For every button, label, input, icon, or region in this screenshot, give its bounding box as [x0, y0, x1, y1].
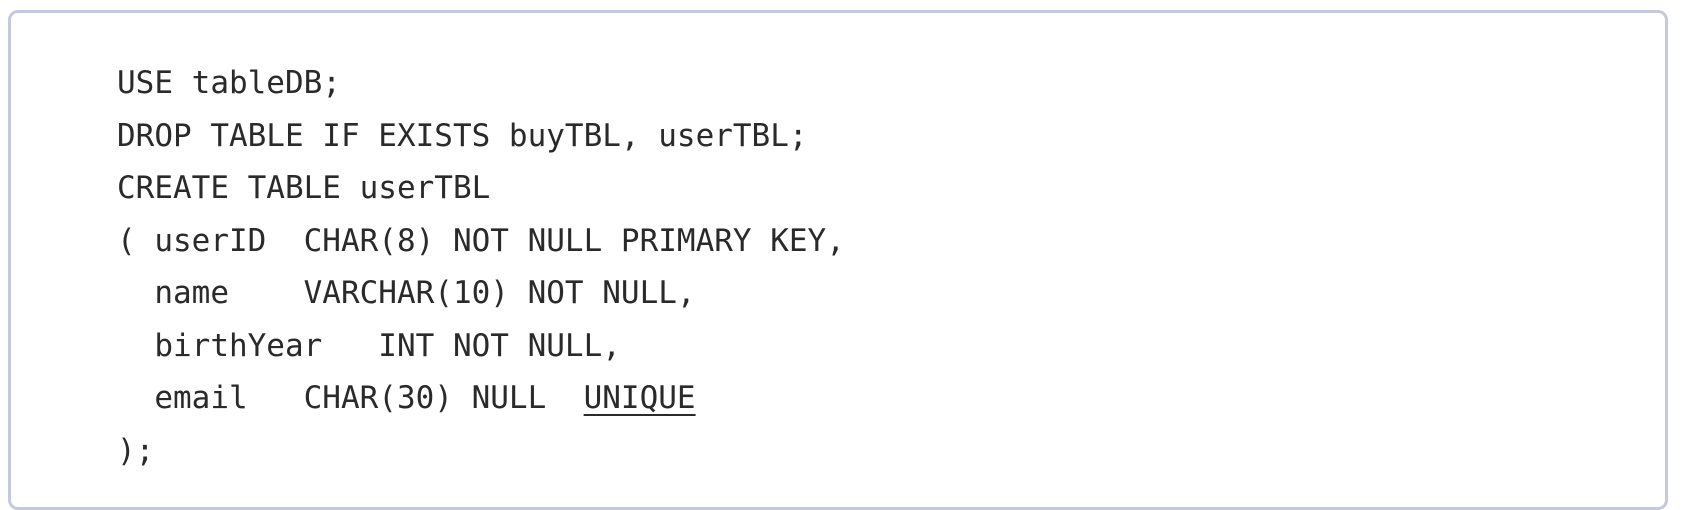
code-line-1: USE tableDB;: [117, 65, 341, 101]
code-line-7: email CHAR(30) NULL UNIQUE: [117, 372, 845, 425]
code-line-6: birthYear INT NOT NULL,: [117, 327, 621, 364]
code-line-2: DROP TABLE IF EXISTS buyTBL, userTBL;: [117, 117, 808, 154]
unique-keyword: UNIQUE: [583, 380, 696, 416]
sql-code: USE tableDB; DROP TABLE IF EXISTS buyTBL,…: [117, 57, 845, 477]
code-line-5: name VARCHAR(10) NOT NULL,: [117, 275, 696, 311]
code-box: USE tableDB; DROP TABLE IF EXISTS buyTBL,…: [8, 10, 1668, 510]
code-line-3: CREATE TABLE userTBL: [117, 170, 491, 206]
code-line-4: ( userID CHAR(8) NOT NULL PRIMARY KEY,: [117, 222, 845, 259]
code-line-8: );: [117, 432, 155, 469]
code-line-7-text: email CHAR(30) NULL: [117, 380, 584, 416]
